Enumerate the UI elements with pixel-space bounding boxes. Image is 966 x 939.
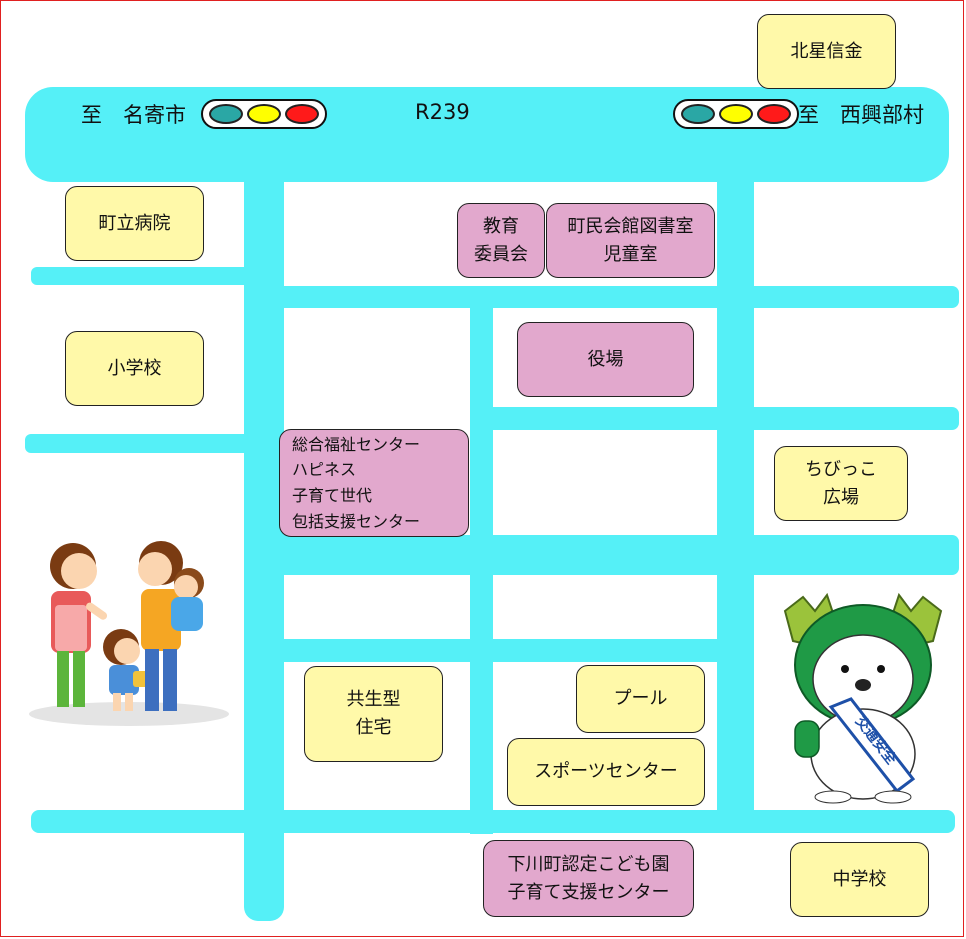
building-pool: プール xyxy=(576,665,705,733)
building-sports-center: スポーツセンター xyxy=(507,738,705,806)
street-row-1-east xyxy=(244,286,959,308)
mascot-illustration-icon: 交通安全 xyxy=(783,592,943,804)
signal-green-lamp-icon xyxy=(681,104,715,124)
street-row-5 xyxy=(31,810,955,833)
route-number-label: R239 xyxy=(415,100,470,124)
street-row-4 xyxy=(284,639,754,662)
street-row-1-west xyxy=(31,267,247,285)
building-chibikko-plaza: ちびっこ 広場 xyxy=(774,446,908,521)
building-kyosei-housing: 共生型 住宅 xyxy=(304,666,443,762)
direction-label-nishiokoppe: 至 西興部村 xyxy=(798,103,924,127)
building-hokusei-shinkin: 北星信金 xyxy=(757,14,896,89)
building-education-board: 教育 委員会 xyxy=(457,203,545,278)
signal-red-lamp-icon xyxy=(757,104,791,124)
building-town-hall: 役場 xyxy=(517,322,694,397)
street-row-3 xyxy=(244,535,959,575)
building-elementary-school: 小学校 xyxy=(65,331,204,406)
direction-label-nayoro: 至 名寄市 xyxy=(81,103,186,127)
street-row-2-east xyxy=(491,407,959,430)
traffic-signal-left-icon xyxy=(201,99,327,129)
building-town-hospital: 町立病院 xyxy=(65,186,204,261)
signal-green-lamp-icon xyxy=(209,104,243,124)
building-kodomoen-childcare-center: 下川町認定こども園 子育て支援センター xyxy=(483,840,694,917)
building-junior-high-school: 中学校 xyxy=(790,842,929,917)
signal-yellow-lamp-icon xyxy=(719,104,753,124)
building-community-hall-library: 町民会館図書室 児童室 xyxy=(546,203,715,278)
traffic-signal-right-icon xyxy=(673,99,799,129)
building-welfare-center: 総合福祉センター ハピネス 子育て世代 包括支援センター xyxy=(279,429,469,537)
street-row-2-west xyxy=(25,434,245,453)
family-illustration-icon xyxy=(29,541,229,726)
street-east-vertical xyxy=(717,181,754,833)
main-road-r239 xyxy=(25,87,949,182)
signal-red-lamp-icon xyxy=(285,104,319,124)
signal-yellow-lamp-icon xyxy=(247,104,281,124)
